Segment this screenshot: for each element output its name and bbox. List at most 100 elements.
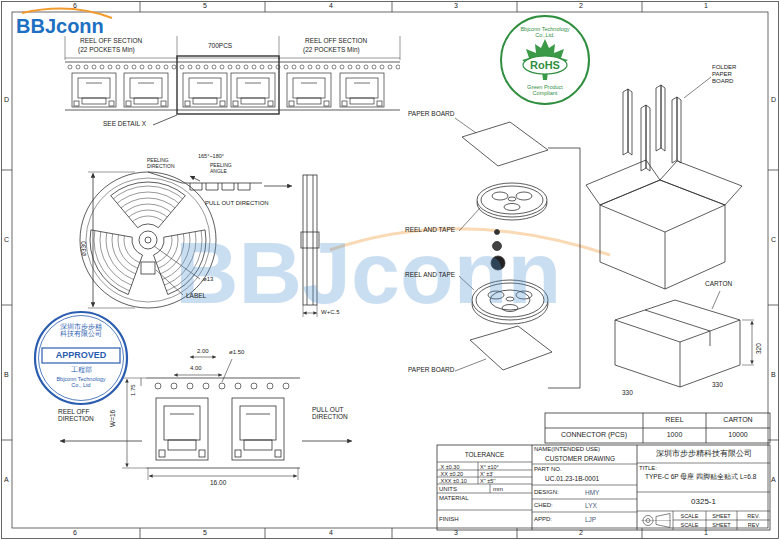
table-cell: .XXX ±0.10 [439, 478, 467, 484]
callout-label: ø1.50 [229, 349, 244, 356]
table-cell: 0325-1 [637, 497, 770, 506]
callout-label: 16.00 [210, 479, 226, 486]
stamp-text: 工程部 [33, 366, 129, 374]
logo-text: BBJconn [16, 15, 104, 38]
callout-label: CARTON [705, 280, 732, 287]
grid-reference: 4 [329, 529, 333, 537]
grid-reference: 6 [73, 2, 77, 10]
tape-strip [65, 36, 400, 125]
callout-label: 165°~180° [198, 153, 224, 159]
table-cell: DESIGN: [534, 489, 559, 496]
grid-reference: A [771, 476, 776, 484]
table-cell: TYPE-C 6P 母座 四脚贴全贴式 L=6.8 [645, 473, 767, 480]
grid-reference: C [771, 236, 776, 244]
grid-reference: A [4, 476, 9, 484]
callout-label: REEL OFF SECTION [80, 37, 142, 44]
callout-label: FOLDER PAPER BOARD [712, 64, 753, 85]
callout-label: 4.00 [190, 365, 202, 372]
table-cell: REV. [737, 513, 770, 519]
callout-label: PEELING DIRECTION [147, 158, 187, 170]
stamp-text: Bbjconn Technology Co.,Ltd. [517, 26, 573, 39]
callout-label: SEE DETAIL X [103, 120, 146, 127]
callout-label: (22 POCKETS Min) [78, 46, 135, 53]
stamp-text: Green Product Compliant [517, 84, 573, 97]
callout-label: PULL OUT DIRECTION [312, 406, 358, 421]
table-cell: HMY [585, 489, 599, 496]
table-cell: 深圳市步步精科技有限公司 [637, 449, 770, 458]
table-cell: NAME(INTENDED USE) [534, 446, 600, 453]
table-cell: TOLERANCE [437, 451, 532, 458]
grid-reference: 2 [579, 529, 583, 537]
table-cell: REV [737, 522, 770, 528]
grid-reference: 4 [329, 2, 333, 10]
table-cell: SCALE [673, 513, 706, 519]
callout-label: 1.75 [130, 384, 137, 396]
table-cell: SCALE [673, 522, 706, 528]
table-cell: .XX ±0.20 [439, 471, 463, 477]
table-cell: MATERIAL [439, 495, 469, 502]
table-cell: 10000 [706, 431, 770, 439]
callout-label: PULL OUT DIRECTION [205, 200, 269, 207]
grid-reference: 1 [704, 2, 708, 10]
table-cell: REEL [643, 416, 706, 424]
grid-reference: 1 [704, 529, 708, 537]
callout-label: REEL OFF SECTION [305, 37, 367, 44]
grid-reference: 2 [579, 2, 583, 10]
grid-reference: 3 [454, 2, 458, 10]
table-cell: LJP [585, 516, 596, 523]
table-cell: CUSTOMER DRAWING [545, 455, 615, 462]
approved-stamp: 深圳市步步精科技有限公司 APPROVED 工程部 Bbjconn Technolog… [33, 310, 129, 406]
table-cell: SHEET [706, 522, 737, 528]
grid-reference: 5 [203, 2, 207, 10]
table-cell: 1000 [643, 431, 706, 439]
table-cell: UC.01.23-1B-0001 [545, 475, 599, 482]
table-cell: CARTON [706, 416, 770, 424]
grid-reference: 5 [203, 529, 207, 537]
table-cell: X'' ±5'' [480, 478, 495, 484]
stamp-text: RoHS [499, 59, 591, 72]
callout-label: REEL AND TAPE [405, 226, 455, 233]
grid-reference: D [771, 96, 776, 104]
table-cell: LYX [585, 502, 597, 509]
title-block [437, 413, 770, 530]
table-cell: CONNECTOR (PCS) [545, 431, 643, 439]
callout-label: REEL OFF DIRECTION [58, 408, 104, 423]
callout-label: PEELING ANGLE [210, 163, 240, 175]
table-cell: SHEET [706, 513, 737, 519]
table-cell: APPD: [534, 516, 552, 523]
callout-label: 330 [622, 389, 633, 396]
grid-reference: 3 [454, 529, 458, 537]
callout-label: ø13 [203, 276, 213, 283]
table-cell: CHED: [534, 502, 553, 509]
callout-label: 330 [712, 381, 723, 388]
grid-reference: B [771, 371, 776, 379]
callout-label: 2.00 [197, 348, 209, 355]
callout-label: ø330 [80, 241, 87, 256]
stamp-text: APPROVED [33, 350, 129, 360]
callout-label: PAPER BOARD [408, 110, 454, 117]
grid-reference: C [4, 236, 9, 244]
callout-label: REEL AND TAPE [405, 271, 455, 278]
callout-label: (22 POCKETS Min) [303, 46, 360, 53]
callout-label: 700PCS [208, 42, 232, 49]
callout-label: W=16 [109, 410, 116, 427]
watermark-text: BBJconn [175, 222, 561, 323]
grid-reference: 6 [73, 529, 77, 537]
table-cell: mm [493, 486, 503, 493]
stamp-text: Bbjconn Technology Co., Ltd [52, 376, 110, 389]
table-cell: UNITS [439, 486, 457, 493]
grid-reference: D [4, 96, 9, 104]
table-cell: FINISH [439, 516, 459, 523]
callout-label: W+C.5 [321, 309, 340, 316]
callout-label: 320 [755, 343, 762, 354]
grid-reference: B [4, 371, 9, 379]
table-cell: X° ±10° [480, 464, 499, 470]
callout-label: PAPER BOARD [408, 366, 454, 373]
callout-label: LABEL [186, 292, 206, 299]
table-cell: X' ±3' [480, 471, 493, 477]
table-cell: TITLE: [639, 465, 657, 472]
table-cell: PART NO. [534, 466, 562, 473]
stamp-text: 深圳市步步精科技有限公司 [59, 323, 103, 338]
